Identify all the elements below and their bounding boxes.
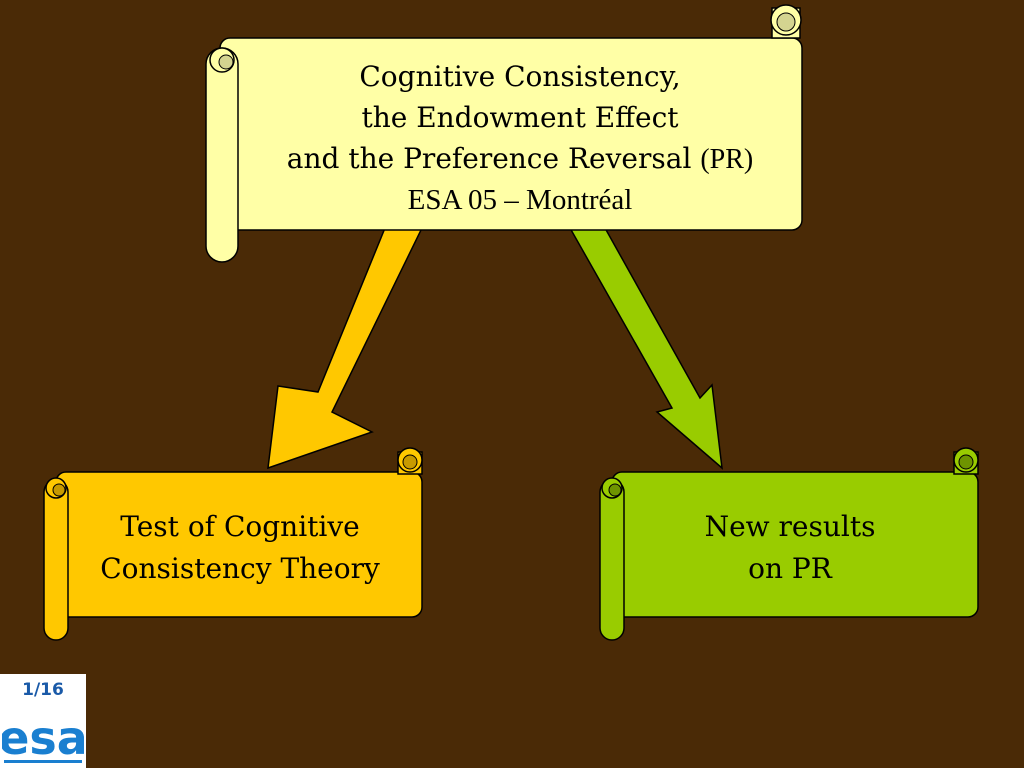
left-line-1: Test of Cognitive bbox=[120, 510, 360, 543]
esa-logo: esa bbox=[2, 712, 84, 765]
right-line-1: New results bbox=[704, 510, 876, 543]
left-scroll bbox=[43, 447, 423, 641]
title-line-3-main: and the Preference Reversal bbox=[286, 142, 692, 175]
title-scroll-text: Cognitive Consistency, the Endowment Eff… bbox=[240, 56, 800, 221]
logo-panel bbox=[0, 674, 86, 768]
title-line-4: ESA 05 – Montréal bbox=[407, 184, 633, 216]
esa-logo-text: esa bbox=[2, 712, 84, 765]
arrow-to-cognitive-consistency bbox=[267, 227, 424, 470]
arrow-to-new-results bbox=[568, 227, 723, 470]
title-line-3-suffix: (PR) bbox=[700, 144, 754, 175]
right-scroll bbox=[599, 447, 979, 641]
left-scroll-text: Test of Cognitive Consistency Theory bbox=[68, 506, 412, 590]
title-line-2: the Endowment Effect bbox=[361, 101, 679, 134]
left-line-2: Consistency Theory bbox=[100, 552, 380, 585]
title-scroll bbox=[205, 4, 803, 263]
page-number: 1/16 bbox=[22, 680, 64, 700]
title-line-1: Cognitive Consistency, bbox=[359, 60, 681, 93]
right-scroll-text: New results on PR bbox=[624, 506, 956, 590]
right-line-2: on PR bbox=[748, 552, 832, 585]
title-line-3: and the Preference Reversal (PR) bbox=[240, 138, 800, 180]
